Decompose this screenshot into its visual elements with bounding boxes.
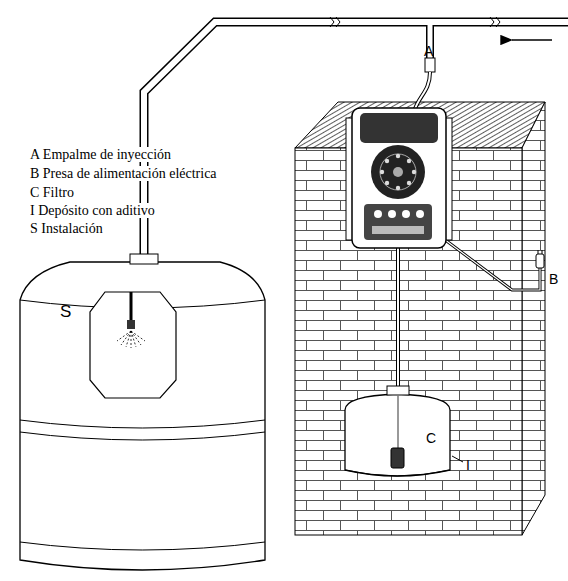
additive-tank (345, 386, 463, 476)
callout-letter: B (549, 272, 558, 287)
legend-line: B Presa de alimentación eléctrica (28, 166, 219, 181)
callout-letter: I (466, 458, 470, 473)
legend-line: A Empalme de inyección (28, 147, 173, 162)
flow-arrow (512, 39, 552, 40)
suction-tube (398, 248, 399, 388)
leader-line (452, 456, 463, 462)
legend-line: C Filtro (28, 185, 76, 200)
callout-letter: C (426, 431, 436, 446)
installation-tank (20, 254, 265, 570)
power-cable (440, 236, 544, 290)
brick-wall (295, 102, 545, 535)
legend-line: S Instalación (28, 221, 105, 236)
legend-line: I Depósito con aditivo (28, 203, 157, 218)
callout-letter: S (60, 303, 71, 322)
dosing-pump (346, 108, 452, 248)
injection-fitting (414, 58, 435, 112)
callout-letter: A (424, 44, 433, 59)
